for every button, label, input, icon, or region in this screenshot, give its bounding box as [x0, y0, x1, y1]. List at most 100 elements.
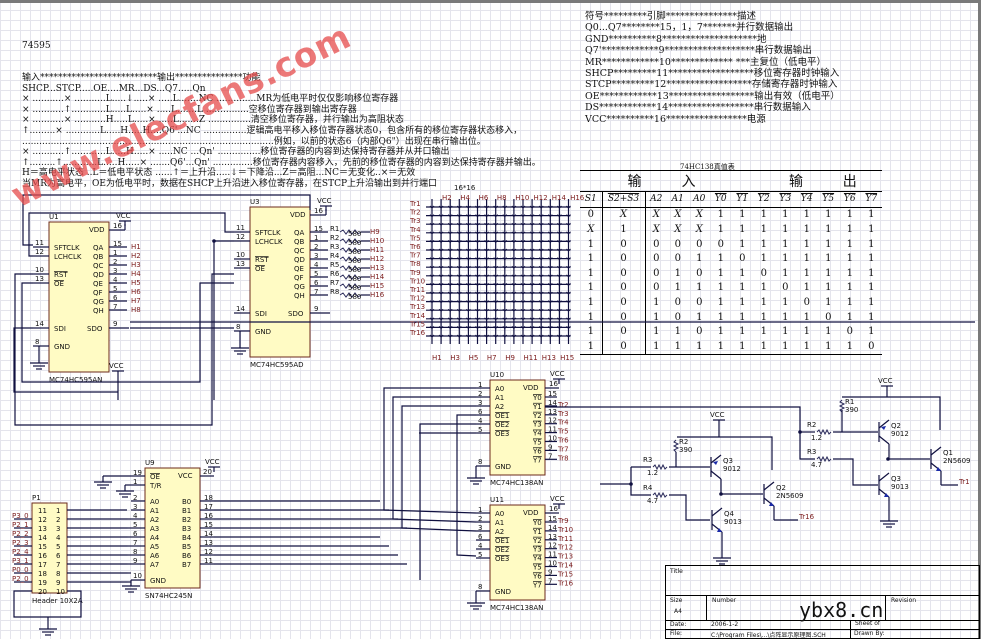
net-label: H9 — [370, 228, 380, 236]
pin-name: GND — [495, 463, 511, 471]
led-icon — [566, 214, 571, 218]
led-icon — [520, 214, 526, 218]
resistor-value: 4.7 — [647, 497, 658, 505]
net-label: H6 — [131, 288, 141, 296]
led-icon — [520, 257, 526, 261]
number-label: Number — [712, 597, 737, 604]
pin-number: 5 — [478, 426, 482, 434]
led-icon — [547, 308, 553, 312]
resistor-refdes: R3 — [807, 448, 816, 456]
truth-table-cell: 1 — [803, 326, 810, 338]
net-label: Tr9 — [557, 517, 569, 525]
date-label: Date: — [670, 621, 687, 628]
led-icon — [456, 257, 462, 261]
npn-arrow-icon — [936, 467, 941, 471]
net-label: H5 — [131, 279, 141, 287]
led-icon — [538, 265, 544, 269]
transistor-value: 2N5609 — [776, 492, 804, 500]
wire — [677, 436, 773, 470]
net-label: Tr2 — [557, 401, 569, 409]
net-label: Tr6 — [557, 437, 569, 445]
notes-line: ↑.........↑............L.....H.....× ...… — [22, 157, 541, 168]
truth-table-column-header: Y1 — [736, 194, 749, 205]
matrix-row-label: Tr5 — [409, 234, 421, 242]
truth-table-cell: 1 — [760, 311, 767, 323]
truth-table-cell: 0 — [601, 309, 646, 325]
pin-name: OE — [150, 473, 160, 481]
led-icon — [429, 274, 435, 278]
truth-table-cell: 1 — [868, 223, 875, 235]
pin-name: QC — [294, 247, 305, 255]
pin-number: 1 — [113, 249, 117, 257]
matrix-col-label-bottom: H13 — [542, 354, 556, 362]
truth-table-column-header: Y3 — [779, 194, 792, 205]
led-icon — [484, 205, 489, 209]
resistor-refdes: R4 — [643, 484, 653, 492]
pin-number: 3 — [478, 524, 482, 532]
pin-number: 2 — [478, 515, 482, 523]
truth-table-cell: X — [695, 223, 703, 235]
led-icon — [447, 274, 453, 278]
truth-table-cell: 0 — [653, 267, 660, 279]
resistor-icon — [816, 428, 832, 436]
pin-name: QF — [294, 274, 304, 282]
net-label: H13 — [370, 264, 384, 272]
vcc-label: VCC — [710, 411, 725, 419]
truth-table-cell: 1 — [587, 326, 594, 338]
resistor-value: 580 — [348, 239, 361, 247]
pin-name: GND — [495, 588, 511, 596]
pin-name: OE — [54, 280, 64, 288]
net-label: Tr16 — [557, 579, 574, 587]
pin-number: 11 — [236, 224, 245, 232]
led-icon — [566, 274, 571, 278]
pin-name: VDD — [89, 226, 105, 234]
led-icon — [429, 257, 435, 261]
header-pin-number: 3 — [56, 525, 60, 533]
pin-name: A5 — [150, 543, 159, 551]
truth-table-cell: 0 — [674, 311, 681, 323]
matrix-col-label-bottom: H7 — [487, 354, 497, 362]
led-icon — [484, 222, 489, 226]
pin-number: 11 — [204, 557, 213, 565]
matrix-col-label-top: H6 — [479, 194, 489, 202]
matrix-col-label-bottom: H1 — [432, 354, 442, 362]
pin-number: 1 — [314, 234, 318, 242]
wire — [456, 414, 477, 557]
truth-table-column-header: Y4 — [800, 194, 813, 205]
pin-number: 4 — [478, 417, 483, 425]
pin-name: QG — [93, 298, 104, 306]
led-icon — [566, 257, 571, 261]
truth-table-cell: 0 — [674, 238, 681, 250]
pin-number: 4 — [113, 276, 118, 284]
title-block: Title Size A4 Number ybx8.cn Revision Da… — [665, 565, 980, 639]
truth-table-cell: 1 — [782, 267, 789, 279]
wire — [419, 423, 476, 580]
led-icon — [466, 231, 471, 235]
led-icon — [438, 214, 444, 218]
pin-table-line: Q0...Q7********15，1，7*******并行数据输出 — [585, 22, 794, 34]
truth-table-cell: 0 — [696, 326, 703, 338]
led-icon — [493, 308, 499, 312]
ic-part-number: MC74HC595AN — [49, 376, 102, 384]
resistor-value: 1.2 — [811, 434, 822, 442]
pin-number: 6 — [133, 530, 138, 538]
header-pin-number: 18 — [38, 570, 47, 578]
pin-number: 12 — [236, 233, 245, 241]
pin-name: T/R — [149, 482, 162, 490]
led-icon — [429, 317, 435, 321]
truth-table-cell: 1 — [760, 253, 767, 265]
wire — [833, 458, 878, 486]
led-icon — [566, 265, 571, 269]
net-label: Tr4 — [557, 419, 569, 427]
truth-table-cell: 1 — [696, 311, 703, 323]
led-icon — [447, 240, 453, 244]
led-icon — [447, 205, 453, 209]
led-icon — [557, 283, 562, 287]
led-icon — [557, 326, 562, 330]
truth-table-cell: 1 — [825, 267, 832, 279]
net-label: H12 — [370, 255, 384, 263]
file-label: File: — [670, 630, 683, 637]
net-label: Tr13 — [557, 553, 573, 561]
